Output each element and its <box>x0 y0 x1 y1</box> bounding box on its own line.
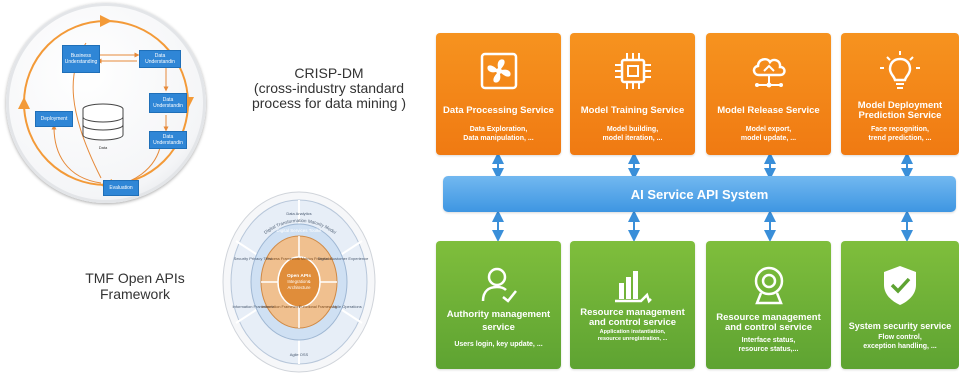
tmf-maturity-model-diagram: Digital Transformation Maturity Model Di… <box>222 191 376 373</box>
tmf-core-line-2: Integration& <box>287 279 310 284</box>
user-icon <box>481 267 517 303</box>
tmf-outer-segment-4: Agile OSS <box>290 352 309 357</box>
card-title: System security service <box>848 321 952 331</box>
cloud-network-icon <box>752 57 786 88</box>
tmf-caption: TMF Open APIs Framework <box>60 270 210 302</box>
card-title: Data Processing Service <box>443 105 554 116</box>
ai-service-api-system-bar[interactable]: AI Service API System <box>443 176 956 212</box>
resource-management-control-service-card-1[interactable]: Resource management and control service … <box>570 241 695 369</box>
card-title: Authority management service <box>446 309 551 333</box>
system-security-service-card[interactable]: System security service Flow control, ex… <box>841 241 959 369</box>
evaluation-box: Evaluation <box>103 180 139 196</box>
card-subtitle: Data Exploration, Data manipulation, ... <box>463 126 534 142</box>
fan-icon <box>480 52 518 90</box>
tmf-inner-segment-2: Metrics Framework <box>301 257 333 261</box>
card-title: Resource management and control service <box>580 307 685 328</box>
webcam-icon <box>754 266 784 305</box>
deployment-box: Deployment <box>35 111 73 127</box>
card-subtitle: Users login, key update, ... <box>454 341 543 348</box>
card-title: Resource management and control service <box>716 312 821 333</box>
card-title: Model Release Service <box>717 105 820 116</box>
crisp-caption-line-3: process for data mining ) <box>251 95 407 111</box>
card-subtitle: Flow control, exception handling, ... <box>863 334 937 350</box>
crisp-caption-line-1: CRISP-DM <box>294 65 364 81</box>
card-title: Model Training Service <box>580 105 685 116</box>
crisp-dm-caption: CRISP-DM (cross-industry standard proces… <box>228 66 430 111</box>
service-connectors <box>492 152 913 242</box>
bar-chart-icon <box>615 271 652 304</box>
authority-management-service-card[interactable]: Authority management service Users login… <box>436 241 561 369</box>
card-subtitle: Interface status, resource status,... <box>738 337 799 353</box>
card-subtitle: Application instantiation, resource unre… <box>597 329 668 342</box>
model-release-service-card[interactable]: Model Release Service Model export, mode… <box>706 33 831 155</box>
tmf-core-line-1: Open APIs <box>287 273 311 279</box>
tmf-outer-segment-2: Digital Customer Experience <box>318 256 369 261</box>
data-understanding-box-2: Data Understandin <box>149 93 187 113</box>
tmf-toolkit-label: Digital Services Toolkit <box>277 228 323 233</box>
tmf-outer-segment-1: Data Analytics <box>286 211 311 216</box>
lightbulb-icon <box>880 51 920 89</box>
tmf-outer-segment-5: Information Framework <box>232 304 273 309</box>
tmf-caption-line-2: Framework <box>99 286 170 302</box>
model-training-service-card[interactable]: Model Training Service Model building, m… <box>570 33 695 155</box>
data-store-label: Data <box>98 145 108 150</box>
data-understanding-box-1: Data Understandin <box>139 50 181 68</box>
card-subtitle: Model export, model update, ... <box>740 126 797 142</box>
card-subtitle: Face recognition, trend prediction, ... <box>868 126 932 142</box>
tmf-inner-segment-3: Functional Framework <box>299 305 337 309</box>
business-understanding-box: Business Understanding <box>62 45 100 73</box>
crisp-caption-line-2: (cross-industry standard <box>253 80 405 96</box>
resource-management-control-service-card-2[interactable]: Resource management and control service … <box>706 241 831 369</box>
card-title: Model Deployment Prediction Service <box>857 100 943 121</box>
crisp-dm-diagram: Business Understanding Data Understandin… <box>6 3 206 203</box>
tmf-inner-segment-1: Process Framework <box>266 257 300 261</box>
chip-icon <box>615 53 651 89</box>
model-deployment-prediction-service-card[interactable]: Model Deployment Prediction Service Face… <box>841 33 959 155</box>
tmf-outer-segment-6: Security Privacy Trust <box>234 256 274 261</box>
tmf-outer-segment-3: Agile Operations <box>332 304 362 309</box>
database-icon <box>82 103 124 141</box>
tmf-inner-segment-4: Information Framework <box>261 305 300 309</box>
data-understanding-box-3: Data Understandin <box>149 131 187 149</box>
shield-check-icon <box>884 266 916 305</box>
tmf-caption-line-1: TMF Open APIs <box>85 270 185 286</box>
card-subtitle: Model building, model iteration, ... <box>602 126 663 142</box>
data-processing-service-card[interactable]: Data Processing Service Data Exploration… <box>436 33 561 155</box>
tmf-core-line-3: Architecture <box>288 285 312 290</box>
